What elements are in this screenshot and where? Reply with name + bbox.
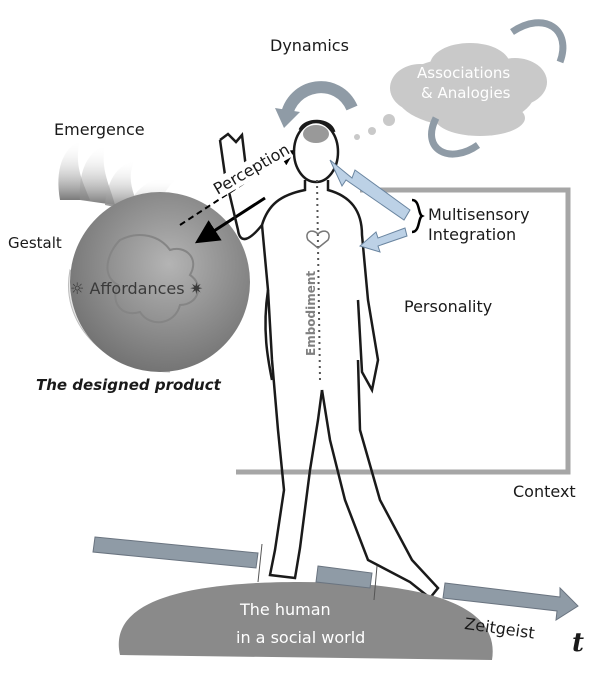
affordances-label: ☼ Affordances ✷ [70, 279, 203, 298]
context-frame [236, 187, 571, 475]
emergence-label: Emergence [54, 120, 145, 139]
human-figure [218, 119, 440, 600]
cloud-curve-arrow-top [510, 19, 567, 64]
perception-arrow-solid [194, 196, 266, 244]
gestalt-label: Gestalt [8, 234, 62, 252]
sensory-arrow-lower [358, 227, 408, 253]
time-arrow-segment-1 [92, 536, 259, 569]
sensory-arrow-upper [329, 159, 411, 221]
human-label-line2: in a social world [236, 628, 366, 647]
designed-product-label: The designed product [36, 376, 221, 394]
associations-label-line2: & Analogies [421, 84, 511, 102]
dynamics-arrow [280, 81, 358, 120]
dynamics-label: Dynamics [270, 36, 349, 55]
personality-label: Personality [404, 297, 493, 316]
sun-icon: ☼ [70, 279, 85, 298]
time-arrow-segment-2 [315, 565, 373, 589]
dynamics-arrow-head [275, 108, 300, 128]
heart-icon [306, 230, 330, 249]
multisensory-label-line2: Integration [428, 225, 517, 244]
time-tick-1 [257, 543, 263, 583]
time-arrow-segment-3 [442, 582, 579, 621]
thought-bubble-medium [368, 127, 376, 135]
star-burst-icon: ✷ [189, 279, 204, 298]
multisensory-bracket [411, 198, 425, 234]
affordances-text: Affordances [89, 279, 185, 298]
thought-bubble-large [383, 114, 395, 126]
cloud-curve-arrow-bottom [428, 116, 481, 158]
multisensory-label-line1: Multisensory [428, 205, 530, 224]
human-label-line1: The human [240, 600, 331, 619]
embodiment-label: Embodiment [304, 270, 318, 356]
context-label: Context [513, 482, 576, 501]
time-symbol: t [572, 628, 585, 658]
time-tick-2 [373, 565, 378, 601]
social-world-ground [118, 582, 493, 660]
brain-icon [303, 125, 329, 143]
thought-bubble-small [354, 134, 360, 140]
associations-cloud [390, 43, 547, 136]
associations-label-line1: Associations [417, 64, 511, 82]
